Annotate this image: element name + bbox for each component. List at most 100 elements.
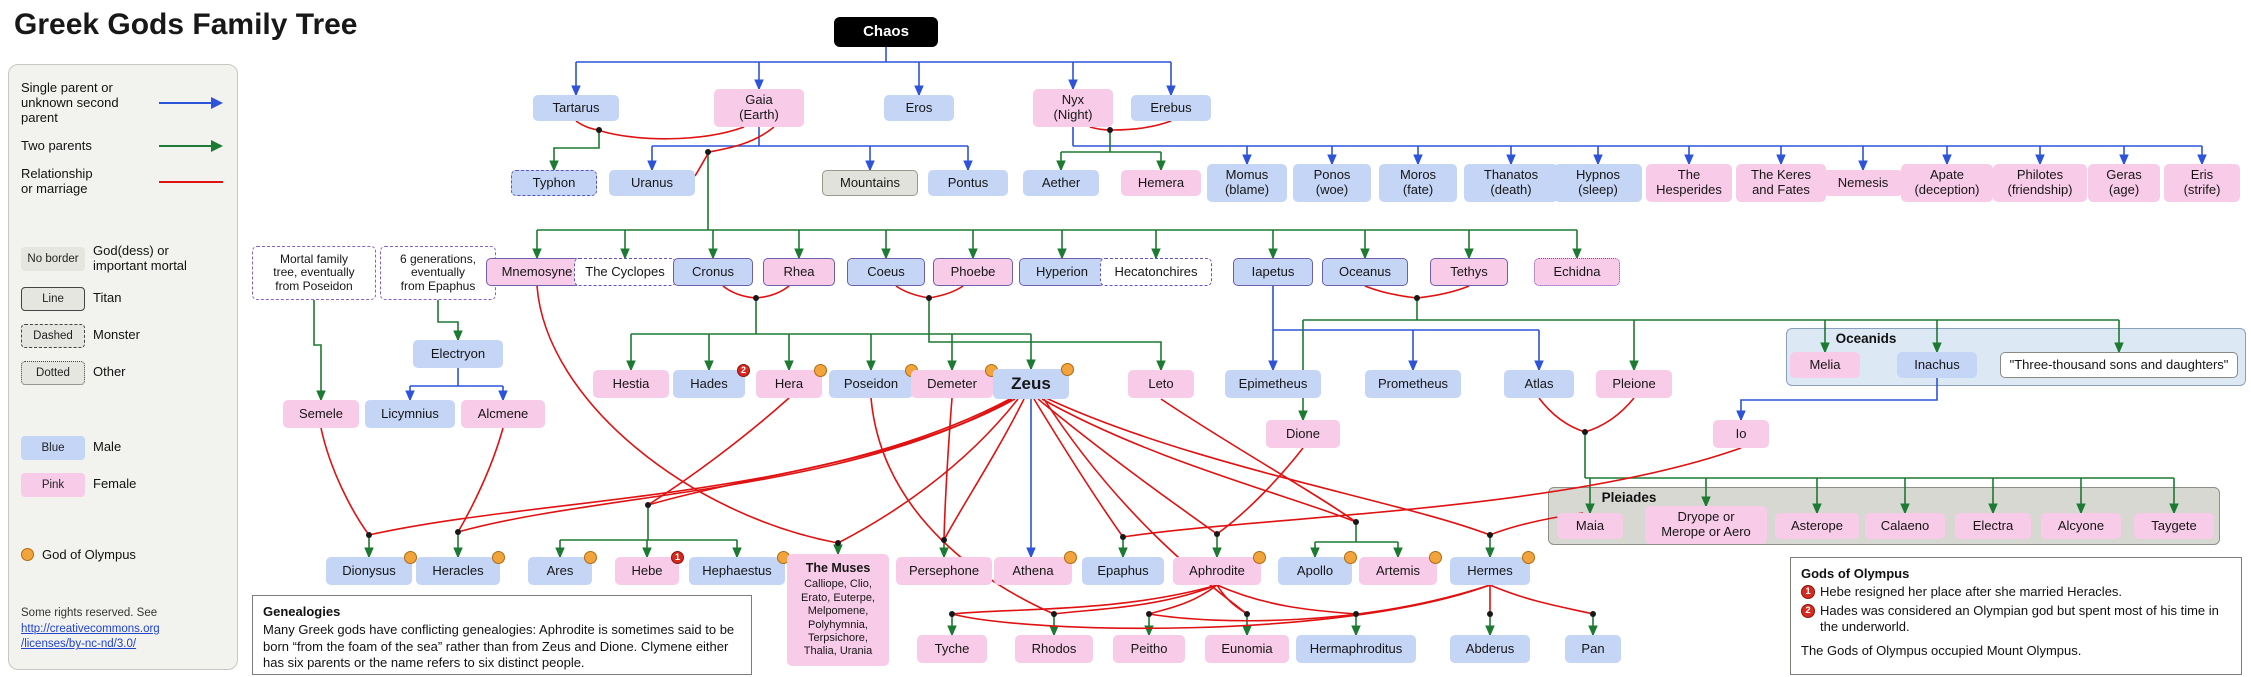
node-inachus-label: Inachus <box>1914 356 1960 372</box>
node-ponos: Ponos (woe) <box>1293 164 1371 202</box>
node-atlas: Atlas <box>1504 370 1574 398</box>
node-pleione: Pleione <box>1596 370 1672 398</box>
olympus-note-item: 1 Hebe resigned her place after she marr… <box>1801 584 2231 600</box>
union-dot <box>1487 611 1493 617</box>
page-title: Greek Gods Family Tree <box>14 8 358 41</box>
node-electra-label: Electra <box>1972 517 2014 533</box>
legend-gender-sample: Blue <box>21 435 85 460</box>
node-keres: The Keres and Fates <box>1736 164 1826 202</box>
node-chaos: Chaos <box>834 17 938 47</box>
node-alcyone-label: Alcyone <box>2057 517 2105 533</box>
relationship-curve <box>755 285 790 299</box>
node-thanatos: Thanatos (death) <box>1464 164 1558 202</box>
node-oceanus-label: Oceanus <box>1338 263 1392 279</box>
legend-olympus-label: God of Olympus <box>42 546 136 562</box>
node-dione: Dione <box>1266 420 1340 448</box>
node-ponos-label: Ponos (woe) <box>1313 167 1351 197</box>
node-aphrodite: Aphrodite <box>1173 551 1266 585</box>
node-alcyone: Alcyone <box>2041 513 2121 539</box>
node-artemis-label: Artemis <box>1375 562 1421 578</box>
relationship-curve <box>1045 397 1491 536</box>
genealogies-note: Genealogies Many Greek gods have conflic… <box>252 595 752 675</box>
node-oceanus: Oceanus <box>1322 258 1408 286</box>
node-dryope-label: Dryope or Merope or Aero <box>1661 509 1751 539</box>
node-apollo: Apollo <box>1278 551 1357 585</box>
node-rhea: Rhea <box>763 258 835 286</box>
relationship-curve <box>722 285 757 299</box>
edge <box>549 130 600 172</box>
node-hemera: Hemera <box>1121 170 1201 196</box>
node-mnemosyne: Mnemosyne <box>486 258 588 286</box>
node-nyx: Nyx (Night) <box>1033 89 1113 127</box>
node-epaphus: Epaphus <box>1082 557 1164 585</box>
node-hermaphroditus: Hermaphroditus <box>1296 635 1416 663</box>
node-phoebe-label: Phoebe <box>950 263 996 279</box>
node-dionysus-label: Dionysus <box>342 562 396 578</box>
node-cronus-label: Cronus <box>692 263 734 279</box>
node-tethys: Tethys <box>1430 258 1508 286</box>
license-link-2[interactable]: /licenses/by-nc-nd/3.0/ <box>21 638 137 651</box>
edge <box>928 298 1166 372</box>
node-hades-label: Hades <box>690 375 728 391</box>
node-note-mortal-label: Mortal family tree, eventually from Pose… <box>273 251 355 293</box>
node-taygete-label: Taygete <box>2151 517 2197 533</box>
node-tyche-label: Tyche <box>934 640 970 656</box>
legend-olympus-row: God of Olympus <box>21 546 225 563</box>
node-athena: Athena <box>994 551 1077 585</box>
node-zeus: Zeus <box>993 363 1074 399</box>
node-aether: Aether <box>1023 170 1099 196</box>
node-cyclopes-label: The Cyclopes <box>585 263 665 279</box>
node-epaphus-label: Epaphus <box>1097 562 1149 578</box>
olympus-badge <box>1522 551 1535 564</box>
node-eunomia: Eunomia <box>1205 635 1289 663</box>
node-hestia-label: Hestia <box>612 375 650 391</box>
union-dot <box>926 295 932 301</box>
olympus-badge <box>1344 551 1357 564</box>
node-nyx-label: Nyx (Night) <box>1053 92 1093 122</box>
node-iapetus-label: Iapetus <box>1251 263 1295 279</box>
union-dot <box>455 529 461 535</box>
node-hera-label: Hera <box>774 375 804 391</box>
relationship-curve <box>1037 398 1218 535</box>
relationship-curve <box>1160 398 1357 523</box>
node-pontus-label: Pontus <box>947 174 989 190</box>
olympus-badge <box>1064 551 1077 564</box>
union-dot <box>1244 611 1250 617</box>
node-tartarus-label: Tartarus <box>552 99 600 115</box>
relationship-curve <box>943 397 953 541</box>
olympus-note-text-2: Hades was considered an Olympian god but… <box>1820 602 2219 634</box>
node-typhon-label: Typhon <box>532 174 576 190</box>
node-melia-label: Melia <box>1809 356 1841 372</box>
edge <box>313 300 326 402</box>
node-momus: Momus (blame) <box>1207 164 1287 202</box>
relationship-curve <box>1584 397 1635 433</box>
legend-border-sample: No border <box>21 246 85 271</box>
node-hecatonchires: Hecatonchires <box>1100 258 1212 286</box>
node-chaos-label: Chaos <box>863 22 909 40</box>
olympus-note-text-1: Hebe resigned her place after she marrie… <box>1820 584 2123 600</box>
node-epimetheus-label: Epimetheus <box>1238 375 1308 391</box>
union-dot <box>1353 611 1359 617</box>
node-note-6gen: 6 generations, eventually from Epaphus <box>380 246 496 300</box>
node-prometheus-label: Prometheus <box>1377 375 1449 391</box>
node-uranus: Uranus <box>609 170 695 196</box>
relationship-curve <box>928 285 964 299</box>
node-heracles: Heracles <box>416 551 505 585</box>
node-erebus-label: Erebus <box>1150 99 1192 115</box>
license-link-1[interactable]: http://creativecommons.org <box>21 622 160 635</box>
relationship-curve <box>1216 584 1357 615</box>
node-io: Io <box>1713 420 1769 448</box>
node-tethys-label: Tethys <box>1450 263 1488 279</box>
node-mountains-label: Mountains <box>840 174 900 190</box>
node-mountains: Mountains <box>822 170 918 196</box>
relationship-curve <box>457 427 504 533</box>
node-zeus-label: Zeus <box>1011 374 1051 394</box>
node-nemesis-label: Nemesis <box>1837 174 1889 190</box>
legend-arrow-sample-icon <box>159 140 223 153</box>
node-echidna-label: Echidna <box>1553 263 1601 279</box>
node-abderus-label: Abderus <box>1465 640 1515 656</box>
